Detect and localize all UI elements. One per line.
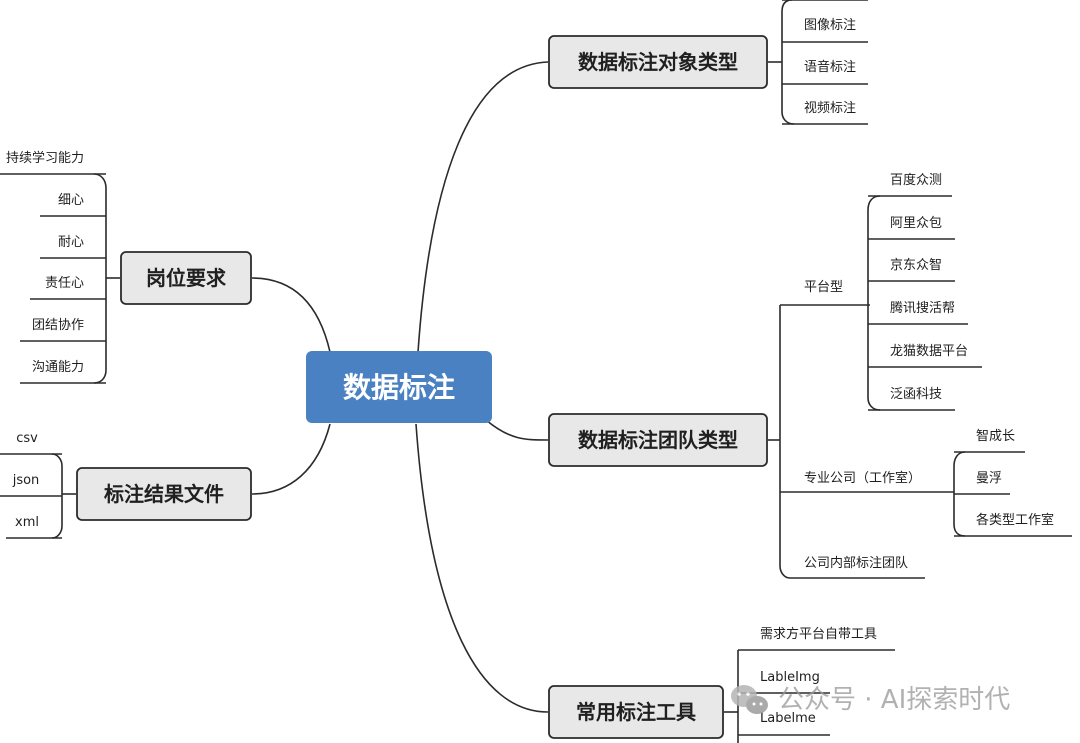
leaf-tools-labelme: Labelme xyxy=(760,711,816,726)
watermark: 公众号 · AI探索时代 xyxy=(731,685,1010,715)
branch-label-teams: 数据标注团队类型 xyxy=(578,428,738,452)
leaf-files-csv: csv xyxy=(16,431,38,446)
branch-label-requirements: 岗位要求 xyxy=(146,266,227,290)
watermark-text: 公众号 · AI探索时代 xyxy=(778,685,1010,715)
leaf-tools-labelimg: LableImg xyxy=(760,670,820,685)
branch-label-objects: 数据标注对象类型 xyxy=(578,50,738,74)
connector-company-spine xyxy=(953,451,966,537)
leaf-objects-video: 视频标注 xyxy=(804,101,856,116)
leaf-req-learning: 持续学习能力 xyxy=(6,150,84,166)
sub-label-platform: 平台型 xyxy=(804,280,843,295)
leaf-platform-ali: 阿里众包 xyxy=(890,216,942,231)
leaf-objects-image: 图像标注 xyxy=(804,18,856,33)
leaf-req-responsible: 责任心 xyxy=(45,276,84,291)
leaf-company-zhichengzhang: 智成长 xyxy=(976,429,1015,444)
connector-objects-leaves xyxy=(782,0,868,125)
connector-root-objects xyxy=(417,61,549,353)
leaf-company-manfu: 曼浮 xyxy=(976,471,1002,486)
connector-company-leaves xyxy=(954,451,1072,537)
leaf-req-careful: 细心 xyxy=(58,193,84,208)
leaf-tools-builtin: 需求方平台自带工具 xyxy=(760,626,877,642)
leaf-platform-fanhan: 泛函科技 xyxy=(890,387,942,402)
leaf-platform-tencent: 腾讯搜活帮 xyxy=(890,300,955,316)
sub-label-internal: 公司内部标注团队 xyxy=(804,555,908,571)
connector-root-files xyxy=(251,423,331,495)
leaf-platform-jd: 京东众智 xyxy=(890,258,942,273)
root-label: 数据标注 xyxy=(343,371,455,404)
sub-label-company: 专业公司（工作室） xyxy=(804,470,921,486)
leaf-platform-baidu: 百度众测 xyxy=(890,172,942,188)
leaf-objects-voice: 语音标注 xyxy=(804,59,856,75)
leaf-files-xml: xml xyxy=(15,515,39,530)
leaf-req-communication: 沟通能力 xyxy=(32,360,84,375)
connector-requirements-spine xyxy=(93,173,107,384)
leaf-files-json: json xyxy=(12,473,40,488)
root-node xyxy=(306,351,492,423)
leaf-platform-longmao: 龙猫数据平台 xyxy=(890,344,968,359)
connector-objects-spine xyxy=(781,0,795,125)
branch-node-files xyxy=(76,467,252,521)
branch-label-files: 标注结果文件 xyxy=(104,482,224,506)
branch-node-teams xyxy=(548,413,768,467)
connector-root-teams xyxy=(485,419,549,441)
leaf-req-patient: 耐心 xyxy=(58,235,84,250)
branch-node-objects xyxy=(548,35,768,89)
branch-node-tools xyxy=(548,685,724,739)
leaf-req-teamwork: 团结协作 xyxy=(32,318,84,333)
leaf-company-studios: 各类型工作室 xyxy=(976,512,1054,528)
connector-files-leaves xyxy=(0,453,62,539)
connector-requirements-leaves xyxy=(0,173,106,384)
connector-root-requirements xyxy=(251,277,331,353)
connector-platform-spine xyxy=(867,195,881,411)
branch-label-tools: 常用标注工具 xyxy=(576,700,696,724)
connector-root-tools xyxy=(415,423,549,713)
connector-platform-leaves xyxy=(868,195,982,411)
connector-teams-spine xyxy=(779,305,791,579)
wechat-icon xyxy=(731,685,768,714)
branch-node-requirements xyxy=(120,251,252,305)
